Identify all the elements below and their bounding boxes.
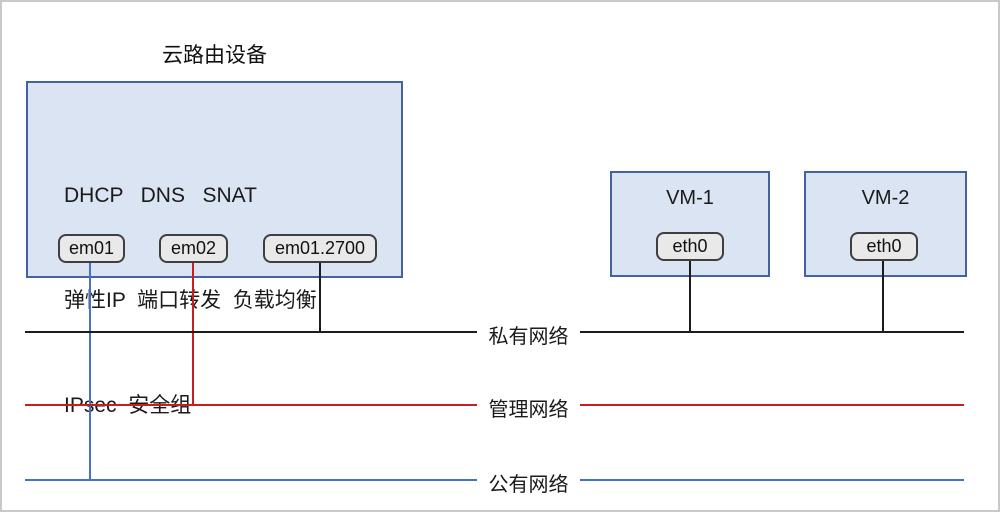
router-port-em02: em02	[159, 234, 228, 263]
vm1-port-eth0: eth0	[656, 232, 724, 261]
connector-em02-to-management-network	[192, 263, 194, 406]
public-network-label: 公有网络	[488, 474, 569, 496]
vm1-name: VM-1	[666, 187, 714, 209]
public-network-line-left	[25, 479, 477, 481]
public-network-line-right	[580, 479, 964, 481]
management-network-line-left	[25, 404, 477, 406]
vm2-name: VM-2	[861, 187, 910, 209]
connector-vm2-eth0-to-private-network	[882, 261, 884, 333]
router-feature-line-2: 弹性IP 端口转发 负载均衡	[64, 289, 317, 312]
connector-em01-2700-to-private-network	[319, 263, 321, 333]
private-network-line-left	[25, 331, 477, 333]
private-network-line-right	[580, 331, 964, 333]
router-port-em01-2700: em01.2700	[263, 234, 377, 263]
management-network-line-right	[580, 404, 964, 406]
router-port-em01: em01	[58, 234, 125, 263]
connector-vm1-eth0-to-private-network	[689, 261, 691, 333]
router-feature-list: DHCP DNS SNAT 弹性IP 端口转发 负载均衡 IPsec 安全组	[64, 108, 317, 493]
connector-em01-to-public-network	[89, 263, 91, 481]
cloud-router-title: 云路由设备	[162, 44, 267, 67]
vm2-port-eth0: eth0	[850, 232, 918, 261]
management-network-label: 管理网络	[488, 399, 569, 421]
router-feature-line-1: DHCP DNS SNAT	[64, 184, 257, 207]
private-network-label: 私有网络	[488, 326, 569, 348]
vm2-box: VM-2	[804, 171, 967, 277]
